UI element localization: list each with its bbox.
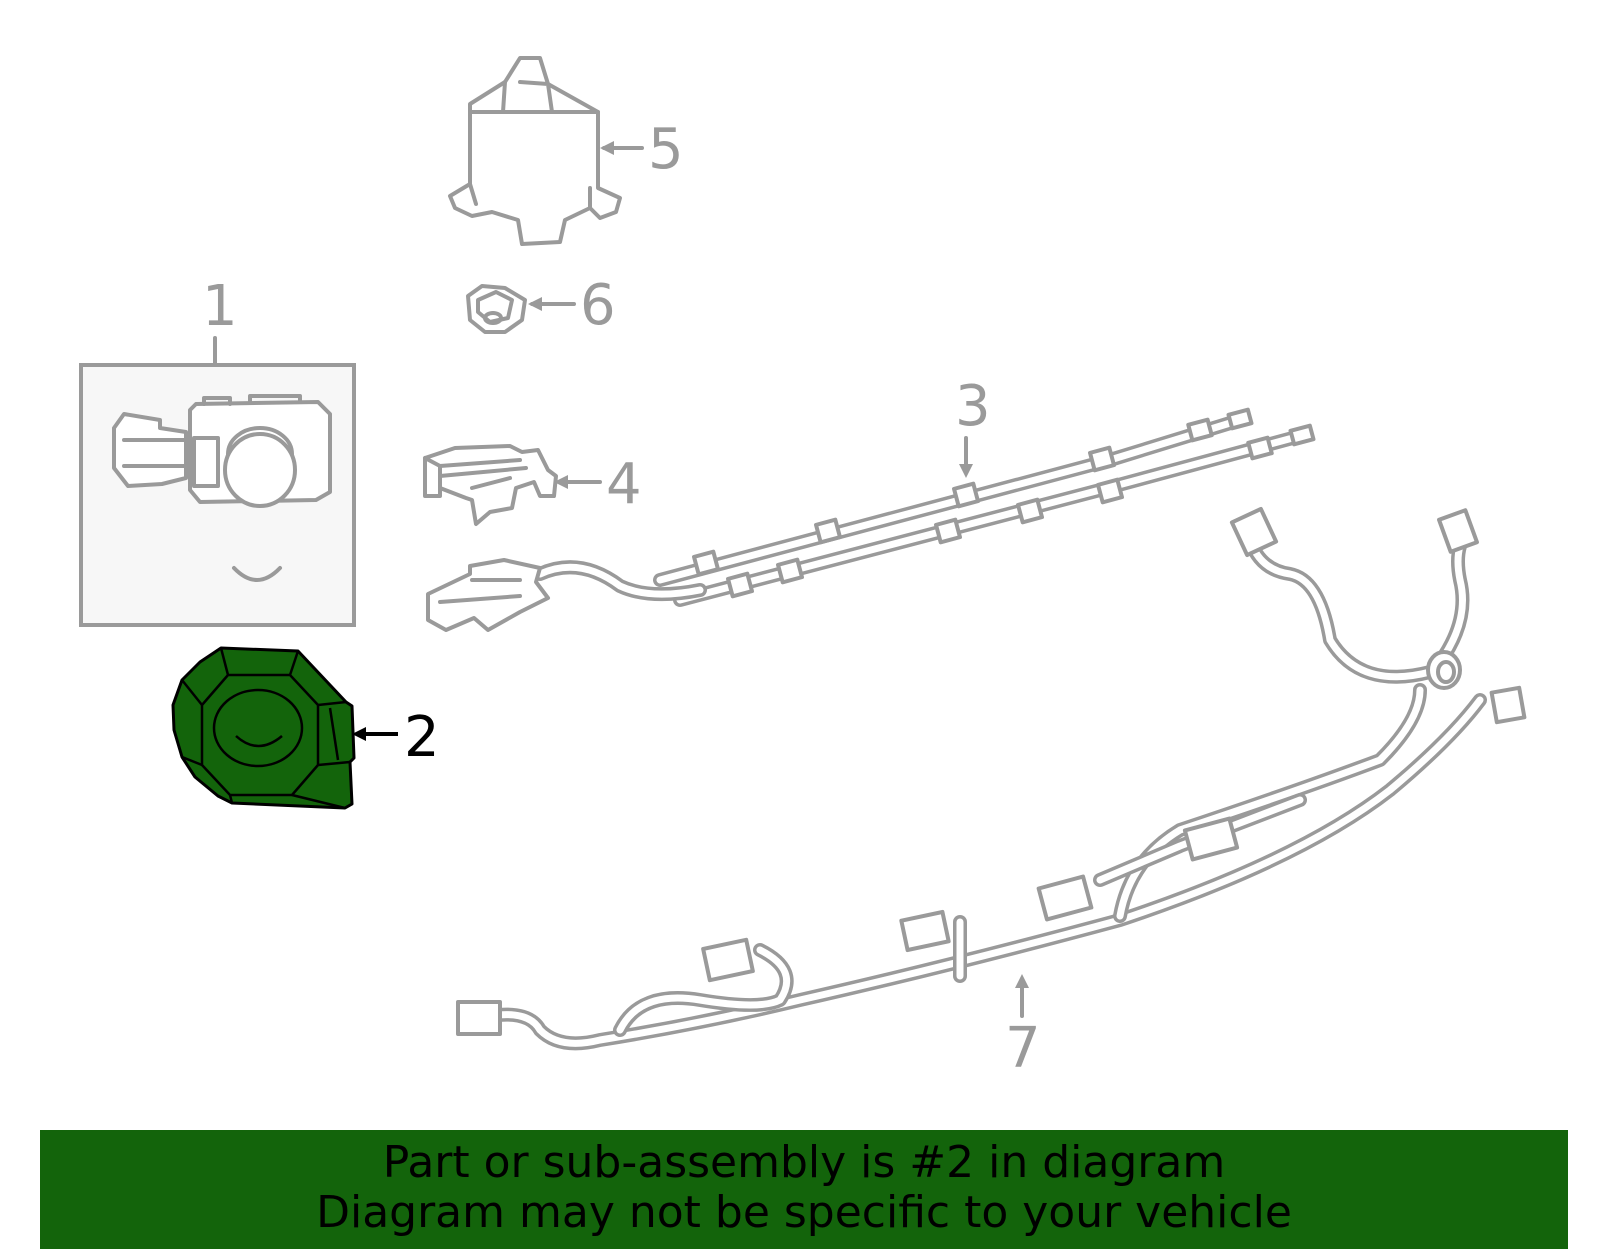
- callout-2-label: 2: [404, 705, 440, 770]
- callout-6-label: 6: [580, 273, 616, 338]
- callout-3-label: 3: [955, 374, 991, 439]
- banner-line-1: Part or sub-assembly is #2 in diagram: [382, 1137, 1226, 1188]
- part-3-callout: 3: [955, 374, 991, 478]
- part-7-callout: 7: [1005, 974, 1041, 1081]
- part-7-harness: [456, 506, 1527, 1051]
- notice-banner: Part or sub-assembly is #2 in diagram Di…: [40, 1130, 1568, 1249]
- part-4-bracket: [423, 444, 558, 526]
- part-6-nut: [466, 284, 527, 334]
- callout-7-label: 7: [1005, 1016, 1041, 1081]
- part-6-callout: 6: [528, 273, 616, 338]
- callout-4-label: 4: [606, 452, 642, 517]
- part-2-callout: 2: [352, 705, 440, 770]
- part-4-callout: 4: [554, 452, 642, 517]
- callout-5-label: 5: [648, 117, 684, 182]
- part-3-harness: [426, 407, 1316, 632]
- part-5-callout: 5: [600, 117, 684, 182]
- part-1-box: 1: [79, 274, 356, 627]
- banner-line-2: Diagram may not be specific to your vehi…: [316, 1187, 1292, 1238]
- part-5-sensor-bracket: [448, 56, 622, 246]
- part-2-bezel-highlighted: [171, 646, 356, 810]
- callout-1-label: 1: [202, 274, 238, 339]
